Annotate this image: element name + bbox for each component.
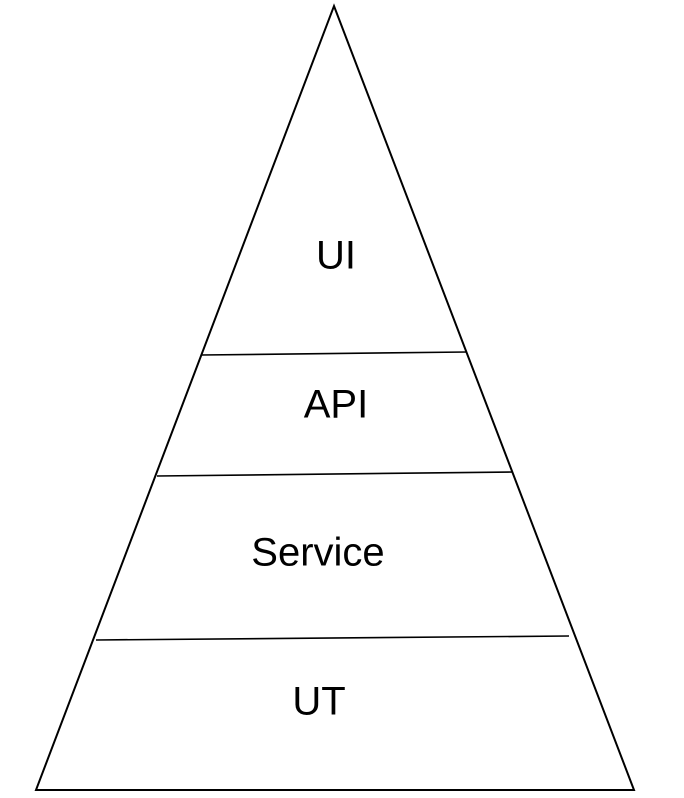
layer-label-api: API	[304, 383, 368, 427]
pyramid-outline	[34, 3, 636, 791]
layer-label-ut: UT	[292, 680, 345, 724]
divider-ui-api	[200, 351, 468, 356]
divider-service-ut	[95, 635, 570, 641]
layer-label-ui: UI	[316, 234, 356, 278]
divider-api-service	[156, 471, 514, 477]
layer-label-service: Service	[251, 531, 384, 575]
